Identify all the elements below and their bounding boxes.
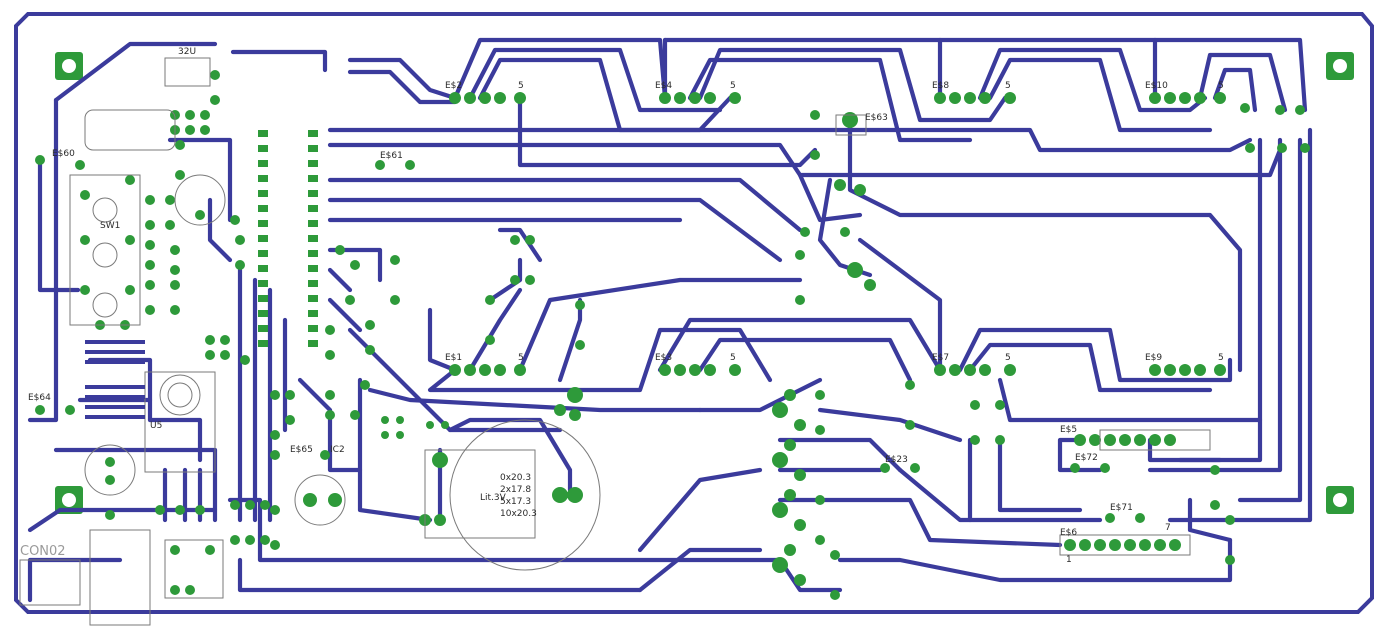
label-es60: E$60	[52, 149, 75, 159]
header-es9	[1149, 364, 1226, 376]
label-es3: E$3	[655, 353, 672, 363]
label-sw1: SW1	[100, 221, 120, 231]
label-es63: E$63	[865, 113, 888, 123]
label-pin5: 5	[1218, 353, 1224, 363]
label-pin7: 7	[1165, 523, 1171, 533]
header-es1	[449, 364, 526, 376]
ic-pins	[258, 130, 318, 347]
label-battery: Lit.3V	[480, 493, 507, 503]
label-es65: E$65	[290, 445, 313, 455]
label-u5: U5	[150, 421, 162, 431]
header-es6	[1064, 539, 1181, 551]
label-es8: E$8	[932, 81, 949, 91]
label-es2: E$2	[445, 81, 462, 91]
header-es7	[934, 364, 1016, 376]
header-es2	[449, 92, 526, 104]
label-bat-dims4: 10x20.3	[500, 509, 537, 519]
label-es23: E$23	[885, 455, 908, 465]
header-es4	[659, 92, 741, 104]
label-pin5: 5	[1005, 353, 1011, 363]
labels: E$2 5 E$4 5 E$8 5 E$10 5 E$1 5 E$3 5 E$7…	[20, 47, 1224, 565]
connector-pads	[35, 70, 1310, 600]
label-es7: E$7	[932, 353, 949, 363]
label-bat-dims2: 2x17.8	[500, 485, 531, 495]
label-es4: E$4	[655, 81, 672, 91]
board-outline	[14, 12, 1374, 614]
label-es1: E$1	[445, 353, 462, 363]
traces	[27, 37, 1313, 603]
misc-pads	[35, 70, 1310, 600]
header-es8	[934, 92, 1016, 104]
label-es72: E$72	[1075, 453, 1098, 463]
label-bat-dims3: 5x17.3	[500, 497, 531, 507]
label-es6: E$6	[1060, 528, 1077, 538]
label-pin5: 5	[1005, 81, 1011, 91]
label-pin5: 5	[1218, 81, 1224, 91]
label-con02: CON02	[20, 544, 66, 559]
label-es61: E$61	[380, 151, 403, 161]
label-bat-dims1: 0x20.3	[500, 473, 531, 483]
label-es64: E$64	[28, 393, 51, 403]
heatsink	[85, 340, 145, 419]
mounting-holes	[55, 52, 1354, 514]
label-pin5: 5	[518, 353, 524, 363]
label-pin1: 1	[1066, 555, 1072, 565]
label-pin5: 5	[730, 81, 736, 91]
silkscreen	[19, 57, 1211, 626]
header-es3	[659, 364, 741, 376]
header-es5	[1074, 434, 1176, 446]
header-es10	[1149, 92, 1226, 104]
label-es10: E$10	[1145, 81, 1168, 91]
label-pin5: 5	[730, 353, 736, 363]
label-es71: E$71	[1110, 503, 1133, 513]
label-es5: E$5	[1060, 425, 1077, 435]
label-pin5: 5	[518, 81, 524, 91]
label-ic: IC2	[330, 445, 345, 455]
label-ic-top: 32U	[178, 47, 196, 57]
label-es9: E$9	[1145, 353, 1162, 363]
